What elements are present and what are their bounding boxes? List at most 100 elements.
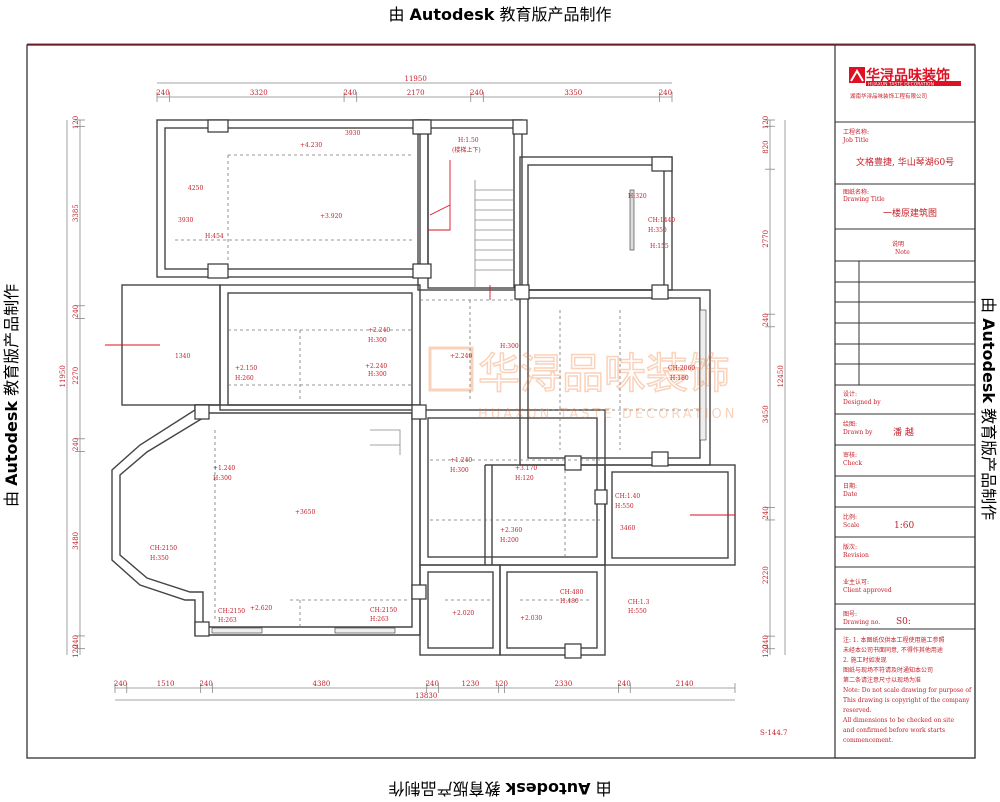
room-annotation: H:200 — [500, 537, 519, 544]
number-label: 图号: — [843, 611, 857, 618]
room-annotation: 4250 — [188, 185, 203, 192]
title-block: 华浔品味装饰 HUAXUN TASTE DECORATION 湖南华浔品味装饰工… — [834, 44, 976, 759]
room-annotation: 3930 — [345, 130, 360, 137]
drawing-label: 图纸名称: — [843, 188, 869, 196]
drawn-label: 绘图: — [843, 420, 857, 428]
note-line: 未经本公司书面同意, 不得作其他用途 — [843, 646, 943, 654]
room-annotation: 3930 — [178, 217, 193, 224]
dimension-total: 11950 — [59, 365, 67, 387]
note-line: 第二条请注意尺寸以现场为准 — [843, 676, 921, 684]
svg-text:湖南华浔品味装饰工程有限公司: 湖南华浔品味装饰工程有限公司 — [850, 92, 927, 100]
sheet-frame — [26, 44, 976, 759]
room-annotation: +2.150 — [235, 365, 257, 372]
room-annotation: CH:1.3 — [628, 599, 650, 606]
dimension-value: 2270 — [72, 367, 80, 385]
room-annotation: CH:1440 — [648, 217, 675, 224]
room-annotation: H:300 — [213, 475, 232, 482]
room-annotation: H:350 — [648, 227, 667, 234]
dimension-total: 12450 — [777, 365, 785, 387]
room-annotation: H:300 — [368, 371, 387, 378]
dimension-value: 2330 — [555, 680, 573, 688]
drawn-value: 潘 越 — [893, 426, 914, 438]
note-line: This drawing is copyright of the company — [843, 697, 970, 704]
room-annotation: +2.240 — [450, 353, 472, 360]
scale-label-en: Scale — [843, 522, 860, 529]
dimension-total: 11950 — [405, 75, 427, 83]
note-line: 图纸与现场不符请及时通知本公司 — [843, 666, 933, 674]
sheet-number: S-144.7 — [760, 729, 787, 737]
approve-label-en: Client approved — [843, 587, 892, 594]
room-annotation: CH:1.40 — [615, 493, 640, 500]
dimension-total: 13830 — [415, 692, 437, 700]
dashed-beams — [175, 154, 700, 630]
design-label: 设计: — [843, 390, 857, 398]
room-annotation: CH:2150 — [150, 545, 177, 552]
room-annotation: +3.920 — [320, 213, 342, 220]
room-annotation: 1340 — [175, 353, 190, 360]
room-annotation: +4.230 — [300, 142, 322, 149]
dimension-value: 240 — [762, 635, 770, 648]
room-annotation: H:300 — [368, 337, 387, 344]
room-annotation: H:260 — [235, 375, 254, 382]
room-annotation: H:180 — [670, 375, 689, 382]
dimension-value: 120 — [72, 644, 80, 657]
note-line: commencement. — [843, 737, 893, 744]
number-label-en: Drawing no. — [843, 619, 880, 626]
dimension-value: 240 — [470, 89, 483, 97]
dimension-value: 3350 — [564, 89, 582, 97]
dimension-value: 240 — [659, 89, 672, 97]
room-annotation: CH:2060 — [668, 365, 695, 372]
room-annotation: +2.360 — [500, 527, 522, 534]
dimension-value: 820 — [762, 140, 770, 153]
dimension-value: 240 — [72, 438, 80, 451]
room-annotation: H:350 — [150, 555, 169, 562]
svg-text:HUAXUN TASTE DECORATION: HUAXUN TASTE DECORATION — [478, 407, 737, 422]
check-label-en: Check — [843, 460, 862, 467]
drawing-label-en: Drawing Title — [843, 196, 885, 203]
date-label: 日期: — [843, 482, 857, 490]
watermark-top: 由 Autodesk 教育版产品制作 — [388, 5, 612, 24]
dimension-value: 240 — [200, 680, 213, 688]
room-annotation: H:155 — [650, 243, 669, 250]
dimension-value: 240 — [72, 305, 80, 318]
date-label-en: Date — [843, 491, 858, 498]
dimension-value: 1230 — [462, 680, 480, 688]
room-annotation: H:480 — [560, 598, 579, 605]
stairs — [370, 160, 515, 455]
note-line: All dimensions to be checked on site — [842, 717, 954, 724]
note-line: and confirmed before work starts — [843, 727, 945, 734]
drawing-number-value: S0: — [896, 617, 911, 627]
dimension-value: 4380 — [313, 680, 331, 688]
room-annotation: H:550 — [628, 608, 647, 615]
dimension-value: 240 — [343, 89, 356, 97]
dimension-value: 2170 — [407, 89, 425, 97]
svg-text:华浔品味装饰: 华浔品味装饰 — [478, 349, 730, 398]
note-line: 2. 施工时如发现 — [843, 656, 887, 664]
room-annotation: H:263 — [218, 617, 237, 624]
dimension-value: 240 — [762, 506, 770, 519]
room-annotation: CH:480 — [560, 589, 583, 596]
notes-label: 说明 — [892, 240, 904, 248]
scale-label: 比例: — [843, 513, 857, 521]
room-annotation: +2.240 — [368, 327, 390, 334]
notes-label-en: Note — [895, 249, 910, 256]
svg-text:HUAXUN TASTE DECORATION: HUAXUN TASTE DECORATION — [868, 82, 934, 88]
dimension-value: 240 — [114, 680, 127, 688]
dimension-value: 120 — [762, 644, 770, 657]
room-annotation: +3.170 — [515, 465, 537, 472]
watermark-logo: 华浔品味装饰 HUAXUN TASTE DECORATION — [428, 346, 737, 422]
company-logo: 华浔品味装饰 HUAXUN TASTE DECORATION 湖南华浔品味装饰工… — [849, 67, 961, 100]
svg-text:华浔品味装饰: 华浔品味装饰 — [866, 67, 950, 84]
note-line: Note: Do not scale drawing for purpose o… — [843, 687, 972, 694]
room-annotation: +3650 — [295, 509, 315, 516]
room-annotation: +2.030 — [520, 615, 542, 622]
room-annotation: H:454 — [205, 233, 224, 240]
section-markers — [105, 344, 735, 516]
check-label: 审核: — [843, 451, 857, 459]
scale-value: 1:60 — [894, 521, 914, 531]
room-annotation: CH:2150 — [218, 608, 245, 615]
dimension-value: 3450 — [762, 405, 770, 423]
room-annotation: +1.240 — [450, 457, 472, 464]
